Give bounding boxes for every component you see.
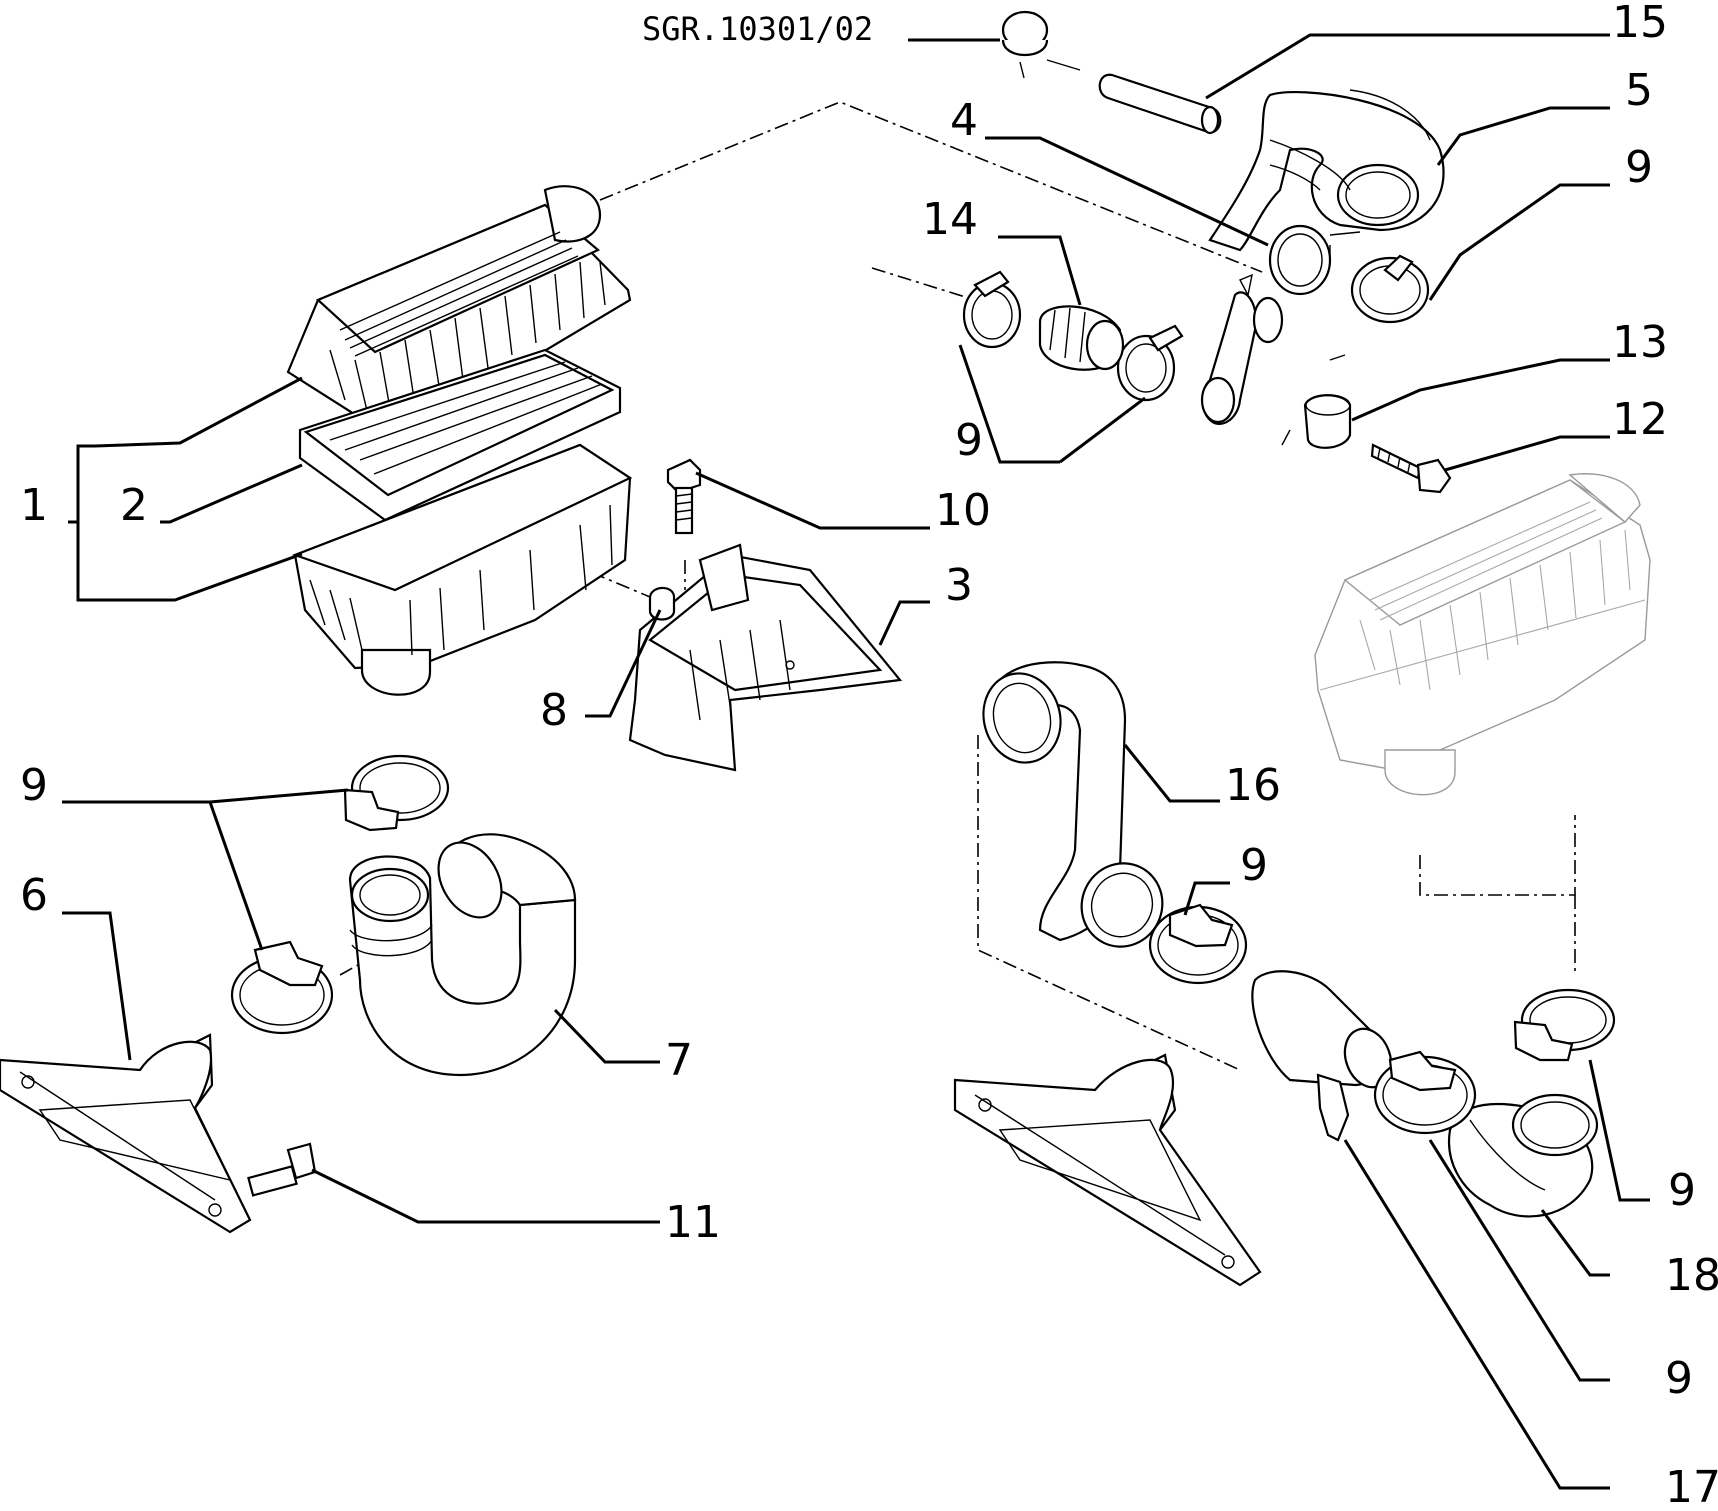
callout-10: 10 xyxy=(935,485,991,536)
callout-7: 7 xyxy=(665,1035,693,1086)
intake-duct-icon xyxy=(982,661,1599,1218)
callout-12: 12 xyxy=(1612,394,1668,445)
callout-15: 15 xyxy=(1612,0,1668,48)
bolt-icon xyxy=(666,458,702,535)
callout-18: 18 xyxy=(1665,1250,1718,1301)
callout-13: 13 xyxy=(1612,317,1668,368)
callout-16: 16 xyxy=(1225,760,1281,811)
callout-9-bottom-right: 9 xyxy=(1665,1353,1693,1404)
callout-9-right-middle: 9 xyxy=(1240,840,1268,891)
air-filter-housing-icon xyxy=(1314,473,1651,796)
callout-14: 14 xyxy=(922,194,978,245)
callout-3: 3 xyxy=(945,560,973,611)
intake-duct-icon xyxy=(348,833,577,1077)
callout-6: 6 xyxy=(20,870,48,921)
callout-2: 2 xyxy=(120,480,148,531)
callout-9-top-right: 9 xyxy=(1625,142,1653,193)
callout-1: 1 xyxy=(20,480,48,531)
bolt-icon xyxy=(247,1142,317,1197)
callout-9-top-middle: 9 xyxy=(955,415,983,466)
intake-duct-icon xyxy=(1001,10,1452,494)
drawing-reference: SGR.10301/02 xyxy=(642,10,873,48)
hose-clamp-icon xyxy=(1148,903,1616,1135)
callout-4: 4 xyxy=(950,95,978,146)
air-inlet-icon xyxy=(0,1033,252,1234)
air-inlet-icon xyxy=(953,1053,1262,1287)
callout-8: 8 xyxy=(540,685,568,736)
callout-5: 5 xyxy=(1625,65,1653,116)
hose-clamp-icon xyxy=(962,254,1430,402)
hose-clamp-icon xyxy=(230,754,450,1035)
leader-lines xyxy=(62,33,1650,1490)
callout-11: 11 xyxy=(665,1197,721,1248)
callout-9-left: 9 xyxy=(20,760,48,811)
air-filter-housing-icon xyxy=(286,185,633,696)
callout-17: 17 xyxy=(1665,1462,1718,1511)
callout-9-right: 9 xyxy=(1668,1165,1696,1216)
bracket-icon xyxy=(628,543,903,772)
callout-labels: 15 5 4 9 14 13 12 9 10 3 1 2 8 9 6 7 11 … xyxy=(20,0,1718,1511)
grommet-icon xyxy=(648,586,676,621)
